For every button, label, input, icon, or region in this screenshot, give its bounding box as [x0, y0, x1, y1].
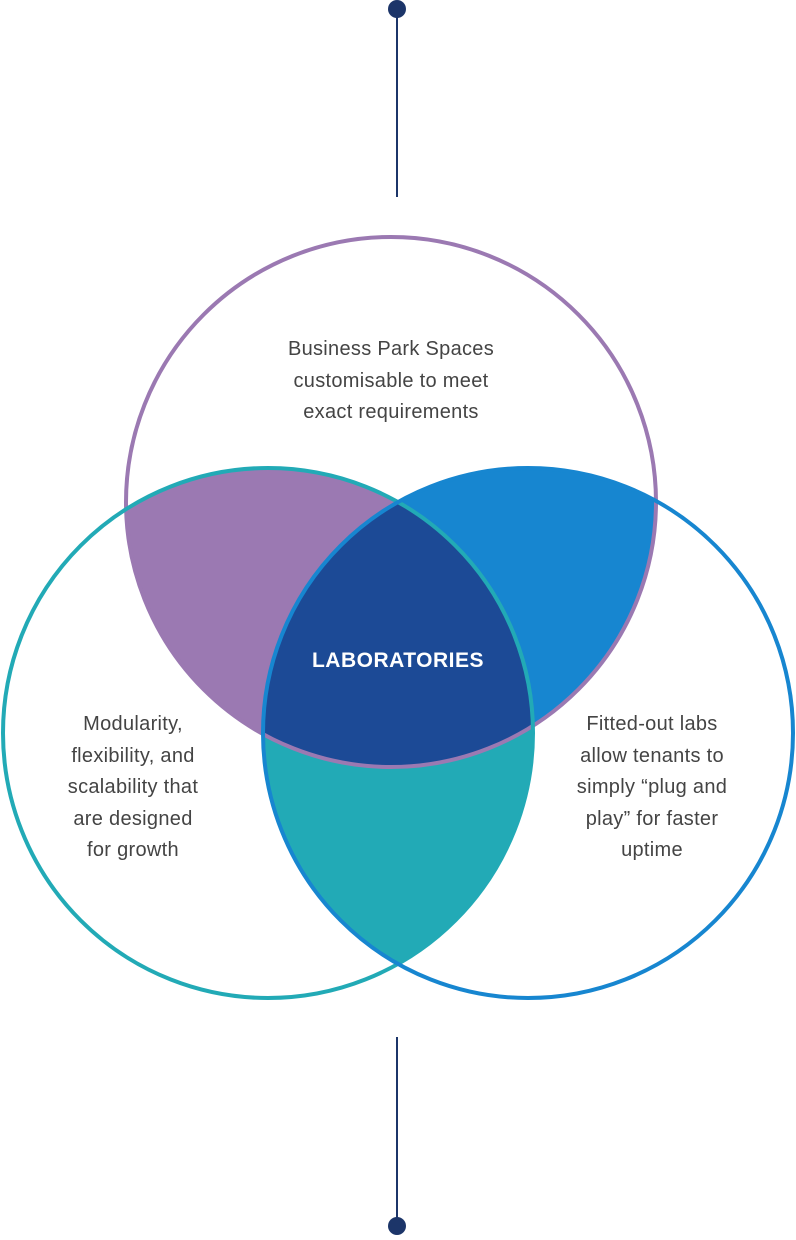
top-circle-text: Business Park Spaces customisable to mee… — [241, 334, 541, 429]
text-line: Business Park Spaces — [287, 338, 495, 360]
text-line: Modularity, — [83, 713, 183, 735]
center-label: LABORATORIES — [311, 649, 485, 672]
text-line: uptime — [621, 839, 683, 861]
bottom-connector-dot — [388, 1217, 406, 1235]
text-line: play” for faster — [585, 807, 719, 830]
text-line: for growth — [87, 839, 179, 861]
text-line: flexibility, and — [71, 744, 195, 767]
right-circle-text: Fitted-out labs allow tenants to simply … — [552, 709, 752, 867]
text-line: scalability that — [67, 776, 199, 798]
top-connector-dot — [388, 0, 406, 18]
text-line: exact requirements — [303, 401, 479, 423]
text-line: allow tenants to — [580, 744, 724, 767]
text-line: are designed — [73, 807, 193, 830]
left-circle-text: Modularity, flexibility, and scalability… — [33, 709, 233, 867]
text-line: simply “plug and — [576, 776, 728, 798]
text-line: customisable to meet — [293, 369, 489, 392]
text-line: Fitted-out labs — [586, 713, 718, 735]
circle-right — [261, 466, 795, 1000]
circle-left — [1, 466, 535, 1000]
